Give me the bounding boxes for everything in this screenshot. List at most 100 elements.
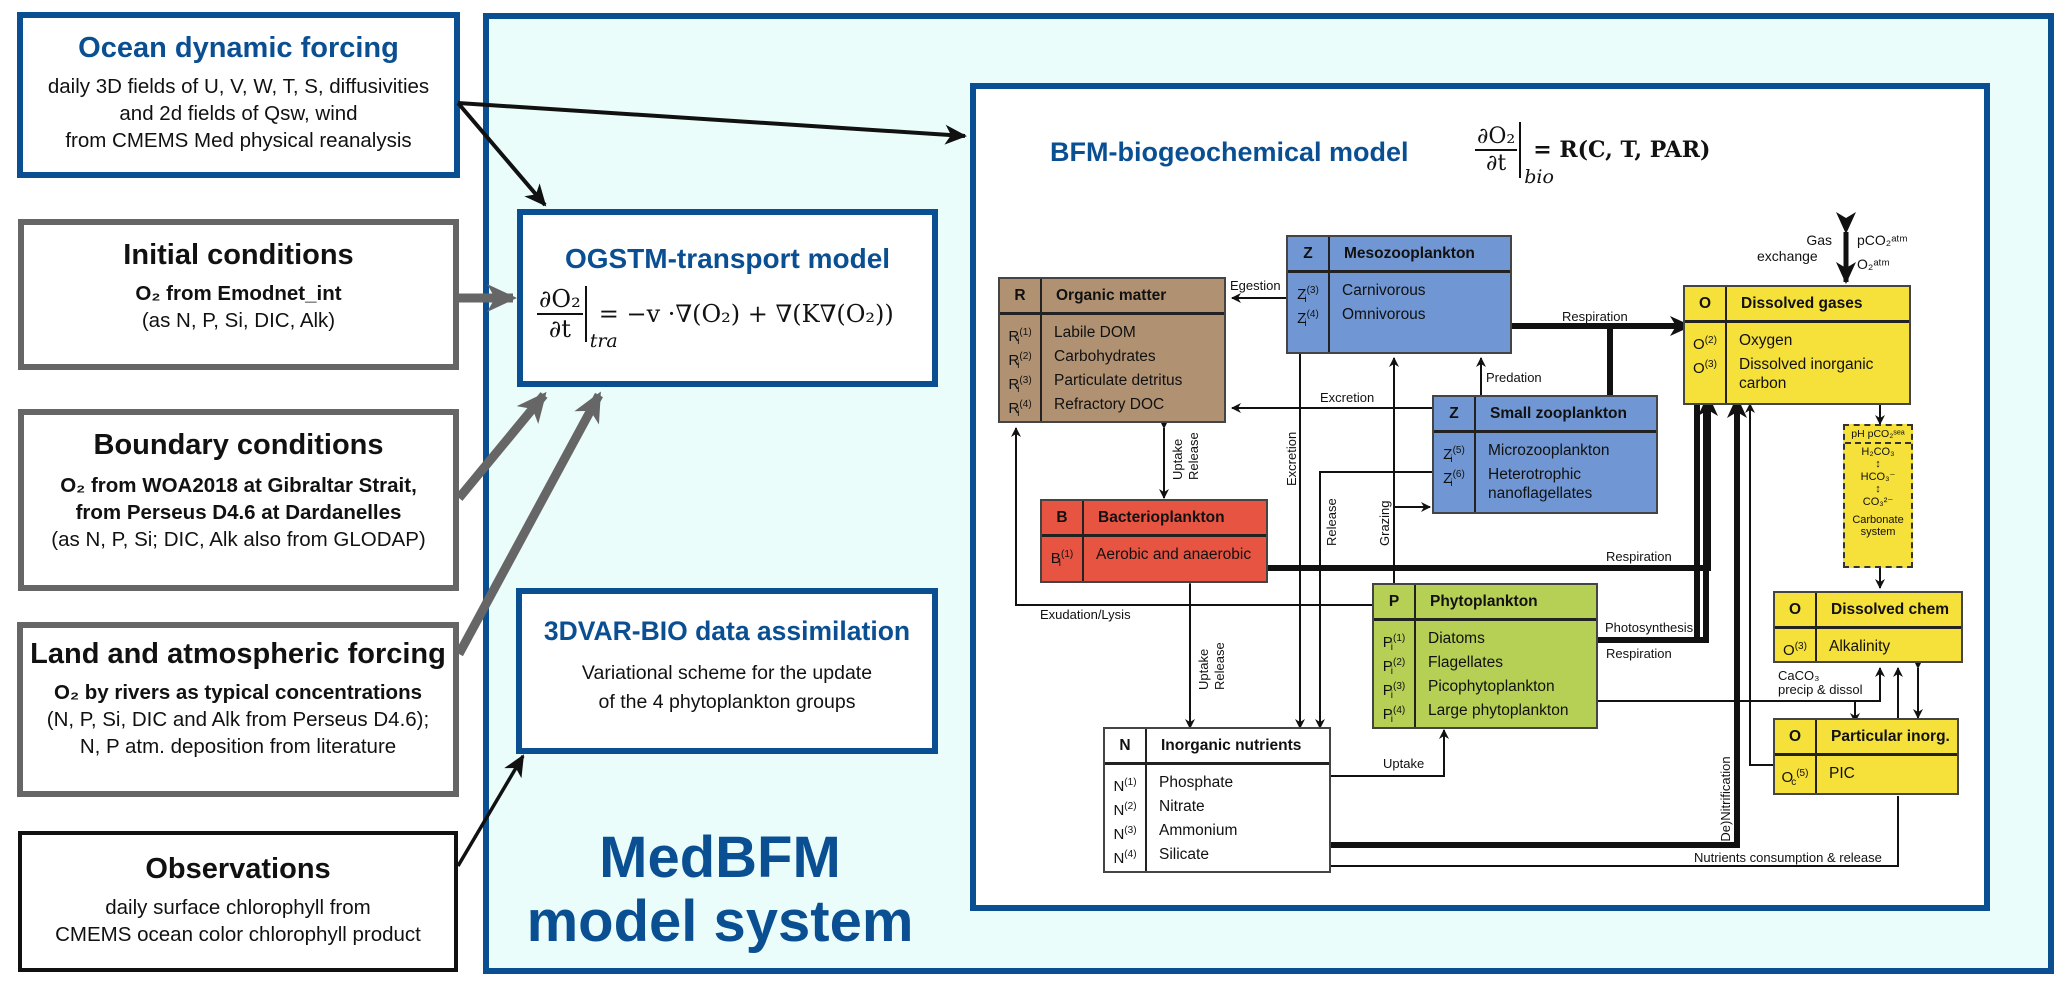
table-row-name: Microzooplankton — [1488, 442, 1610, 459]
bfm-eq-rhs: = R(C, T, PAR) — [1533, 137, 1711, 163]
table-header: O Particular inorg. — [1775, 720, 1957, 756]
label-respiration-bact: Respiration — [1606, 549, 1672, 564]
table-row-symbol: Pi(4) — [1382, 705, 1406, 725]
table-row-name: Oxygen — [1739, 332, 1793, 349]
boundary-conditions-o2: from Perseus D4.6 at Dardanelles — [75, 501, 402, 524]
table-title: Dissolved chem — [1831, 600, 1950, 618]
label-excretion-vertical: Excretion — [1284, 431, 1299, 486]
table-row-name: Nitrate — [1159, 798, 1205, 815]
label-uptake-om: Uptake — [1170, 438, 1185, 480]
table-row-name: Large phytoplankton — [1428, 702, 1569, 719]
pco2-atm-label: pCO₂ᵃᵗᵐ — [1857, 232, 1908, 248]
label-release-om: Release — [1186, 432, 1201, 480]
table-row-symbol: Ri(1) — [1008, 327, 1032, 347]
ocean-forcing-line: and 2d fields of Qsw, wind — [119, 102, 358, 125]
land-atm-forcing-box: Land and atmospheric forcing O₂ by river… — [17, 622, 459, 797]
table-row-name: Heterotrophic — [1488, 466, 1582, 483]
gas-exchange-label: Gas — [1806, 232, 1832, 248]
table-symbol: Z — [1434, 397, 1476, 430]
ogstm-eq-den: ∂t — [548, 315, 571, 343]
observations-box: Observations daily surface chlorophyll f… — [18, 831, 458, 972]
flux-photosynthesis — [1576, 400, 1709, 650]
table-row-symbol: N(2) — [1113, 801, 1137, 819]
label-egestion: Egestion — [1230, 278, 1281, 293]
table-row-name: Ammonium — [1159, 822, 1238, 839]
boundary-conditions-title: Boundary conditions — [93, 429, 384, 461]
table-row-name: Refractory DOC — [1054, 396, 1165, 413]
bfm-eq-num: ∂O₂ — [1475, 124, 1518, 151]
table-header: P Phytoplankton — [1374, 585, 1596, 621]
boundary-conditions-o2: O₂ from WOA2018 at Gibraltar Strait, — [60, 474, 417, 497]
bfm-title: BFM-biogeochemical model — [1050, 137, 1409, 167]
table-row-symbol — [1685, 377, 1725, 393]
table-title: Phytoplankton — [1430, 592, 1538, 610]
label-uptake: Uptake — [1383, 756, 1425, 771]
carbonate-h2co3: H₂CO₃ — [1861, 446, 1895, 458]
table-row-symbol: Ri(2) — [1008, 351, 1032, 371]
table-row-symbol: Oc(5) — [1781, 768, 1809, 788]
table-row-name: Diatoms — [1428, 630, 1485, 647]
system-title: MedBFM model system — [520, 826, 920, 954]
table-symbol: P — [1374, 585, 1416, 618]
land-atm-forcing-title: Land and atmospheric forcing — [30, 638, 446, 670]
table-title: Dissolved gases — [1741, 294, 1863, 312]
table-title: Particular inorg. — [1831, 727, 1950, 745]
label-uptake-nut: Uptake — [1196, 648, 1211, 690]
land-atm-forcing-line: (N, P, Si, DIC and Alk from Perseus D4.6… — [46, 708, 430, 731]
table-row-symbol: Pi(1) — [1382, 633, 1406, 653]
boundary-conditions-box: Boundary conditions O₂ from WOA2018 at G… — [18, 409, 459, 591]
label-caco3: CaCO₃ — [1778, 668, 1820, 683]
table-symbol: B — [1042, 501, 1084, 534]
table-row-symbol: O(2) — [1693, 335, 1717, 353]
carbonate-arrow: ↕ — [1875, 458, 1881, 470]
table-row-name: Picophytoplankton — [1428, 678, 1555, 695]
ocean-forcing-box: Ocean dynamic forcing daily 3D fields of… — [17, 12, 460, 178]
table-title: Organic matter — [1056, 286, 1167, 304]
table-row-symbol: Pi(2) — [1382, 657, 1406, 677]
initial-conditions-o2: O₂ from Emodnet_int — [135, 282, 342, 305]
gas-exchange-label: exchange — [1757, 248, 1818, 264]
assimilation-line: of the 4 phytoplankton groups — [598, 691, 856, 713]
table-symbol: O — [1685, 287, 1727, 320]
label-grazing: Grazing — [1377, 500, 1392, 546]
ogstm-title: OGSTM-transport model — [564, 243, 891, 274]
observations-line: CMEMS ocean color chlorophyll product — [55, 923, 421, 946]
label-denitrification: (De)Nitrification — [1718, 756, 1733, 846]
table-title: Mesozooplankton — [1344, 244, 1475, 262]
table-title: Inorganic nutrients — [1161, 736, 1302, 754]
label-release: Release — [1324, 498, 1339, 546]
carbonate-system-box: pH pCO₂ˢᵉᵃ H₂CO₃ ↕ HCO₃⁻ ↕ CO₃²⁻ Carbona… — [1843, 424, 1913, 568]
table-header: Z Small zooplankton — [1434, 397, 1656, 433]
carbonate-co3: CO₃²⁻ — [1862, 496, 1894, 508]
table-symbol: R — [1000, 279, 1042, 312]
table-row-symbol: N(1) — [1113, 777, 1137, 795]
table-row-symbol: O(3) — [1783, 641, 1807, 659]
carbonate-label: system — [1860, 526, 1896, 538]
table-symbol: O — [1775, 720, 1817, 753]
table-row-symbol: Zi(5) — [1443, 445, 1465, 465]
table-row-name: PIC — [1829, 765, 1855, 782]
ocean-forcing-line: daily 3D fields of U, V, W, T, S, diffus… — [47, 75, 430, 98]
table-row-name: Carnivorous — [1342, 282, 1426, 299]
table-row-name: Particulate detritus — [1054, 372, 1183, 389]
table-row-symbol: N(3) — [1113, 825, 1137, 843]
boundary-conditions-line: (as N, P, Si; DIC, Alk also from GLODAP) — [51, 528, 426, 551]
table-row-name: Aerobic and anaerobic — [1096, 546, 1252, 563]
particular-inorg-table: O Particular inorg. Oc(5) PIC — [1773, 718, 1959, 795]
label-predation: Predation — [1486, 370, 1542, 385]
label-respiration-phyto: Respiration — [1606, 646, 1672, 661]
table-row-symbol: Zi(6) — [1443, 469, 1465, 489]
table-title: Small zooplankton — [1490, 404, 1627, 422]
table-row-symbol: Zi(3) — [1297, 285, 1319, 305]
